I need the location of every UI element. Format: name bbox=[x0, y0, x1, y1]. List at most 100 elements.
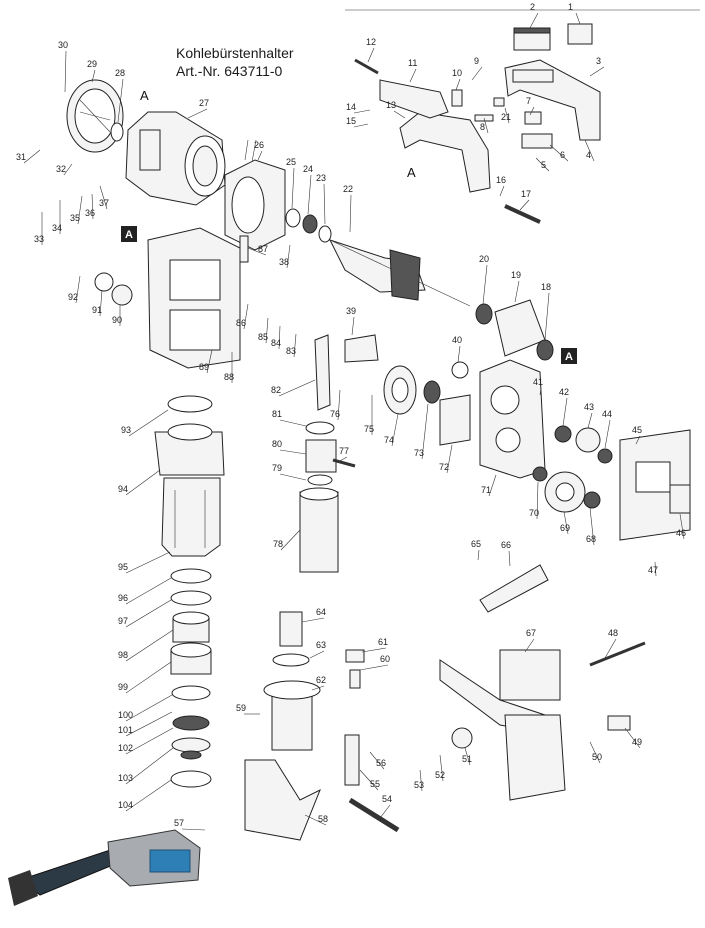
leader-line-35 bbox=[77, 195, 83, 225]
rod-12 bbox=[354, 58, 379, 75]
bearings-42-44-68-70 bbox=[532, 425, 613, 509]
part-number-42: 42 bbox=[559, 387, 569, 397]
piston-80 bbox=[305, 439, 337, 473]
part-number-39: 39 bbox=[346, 306, 356, 316]
part-number-22: 22 bbox=[343, 184, 353, 194]
part-number-100: 100 bbox=[118, 710, 133, 720]
leader-line-49 bbox=[624, 727, 641, 749]
part-number-101: 101 bbox=[118, 725, 133, 735]
leader-line-2 bbox=[529, 12, 539, 29]
part-number-61: 61 bbox=[378, 637, 388, 647]
bearings-23-25 bbox=[285, 208, 332, 243]
part-number-16: 16 bbox=[496, 175, 506, 185]
part-number-69: 69 bbox=[560, 523, 570, 533]
part-number-76: 76 bbox=[330, 409, 340, 419]
part-number-24: 24 bbox=[303, 164, 313, 174]
leader-line-25 bbox=[291, 167, 295, 209]
leader-line-95 bbox=[125, 551, 171, 574]
part-number-46: 46 bbox=[676, 528, 686, 538]
part-number-58: 58 bbox=[318, 814, 328, 824]
leader-line-36 bbox=[91, 193, 94, 220]
leader-line-62 bbox=[311, 685, 325, 691]
leader-line-21 bbox=[504, 107, 510, 124]
article-number: Art.-Nr. 643711-0 bbox=[176, 63, 283, 79]
bolt-48 bbox=[589, 641, 646, 667]
leader-line-30 bbox=[64, 50, 67, 93]
leader-line-83 bbox=[293, 333, 297, 358]
leader-line-44 bbox=[604, 419, 611, 449]
leader-line-81 bbox=[279, 419, 307, 427]
switch-11 bbox=[379, 79, 449, 119]
leader-line-38 bbox=[286, 244, 291, 269]
armature-22 bbox=[329, 239, 471, 307]
part-number-88: 88 bbox=[224, 372, 234, 382]
leader-line-93 bbox=[128, 409, 169, 437]
part-number-83: 83 bbox=[286, 346, 296, 356]
bearing-20 bbox=[475, 303, 493, 325]
part-number-78: 78 bbox=[273, 539, 283, 549]
part-number-45: 45 bbox=[632, 425, 642, 435]
svg-text:A: A bbox=[565, 351, 573, 363]
leader-line-22 bbox=[349, 194, 352, 233]
part-number-53: 53 bbox=[414, 780, 424, 790]
part-number-25: 25 bbox=[286, 157, 296, 167]
stator-26 bbox=[224, 139, 286, 251]
leader-line-63 bbox=[309, 650, 325, 659]
part-number-96: 96 bbox=[118, 593, 128, 603]
ring-81 bbox=[305, 421, 335, 435]
leader-line-17 bbox=[519, 199, 530, 211]
barrel-95 bbox=[161, 477, 221, 557]
part-number-64: 64 bbox=[316, 607, 326, 617]
gear-43 bbox=[575, 427, 601, 453]
ring-40 bbox=[451, 361, 469, 379]
leader-line-57 bbox=[181, 828, 206, 831]
leader-line-60 bbox=[359, 664, 389, 671]
leader-line-10 bbox=[455, 78, 461, 91]
leader-line-18 bbox=[544, 292, 550, 341]
flange-housing bbox=[154, 423, 225, 476]
leader-line-67 bbox=[524, 638, 535, 653]
leader-line-31 bbox=[23, 149, 41, 164]
leader-line-84 bbox=[278, 325, 281, 350]
part-number-32: 32 bbox=[56, 164, 66, 174]
cylinder-78 bbox=[299, 487, 339, 573]
part-number-62: 62 bbox=[316, 675, 326, 685]
product-photo bbox=[2, 825, 202, 921]
leader-line-24 bbox=[307, 174, 312, 215]
leader-line-28 bbox=[117, 78, 124, 123]
leader-line-8 bbox=[483, 117, 489, 134]
leader-line-99 bbox=[125, 661, 172, 694]
part-number-73: 73 bbox=[414, 448, 424, 458]
part-number-36: 36 bbox=[85, 208, 95, 218]
leader-line-96 bbox=[125, 577, 172, 605]
part-number-85: 85 bbox=[258, 332, 268, 342]
part-number-60: 60 bbox=[380, 654, 390, 664]
leader-line-1 bbox=[575, 12, 581, 25]
lever-55 bbox=[344, 734, 360, 786]
part-number-65: 65 bbox=[471, 539, 481, 549]
motor-housing-27 bbox=[125, 111, 226, 206]
part-number-40: 40 bbox=[452, 335, 462, 345]
part-number-17: 17 bbox=[521, 189, 531, 199]
cover-90 bbox=[111, 284, 133, 306]
leader-line-27 bbox=[187, 108, 208, 119]
leader-line-3 bbox=[589, 66, 605, 77]
leader-line-7 bbox=[529, 106, 535, 116]
leader-line-73 bbox=[421, 403, 429, 460]
leader-line-64 bbox=[301, 617, 325, 623]
part-number-77: 77 bbox=[339, 446, 349, 456]
leader-line-51 bbox=[464, 747, 471, 766]
part-number-55: 55 bbox=[370, 779, 380, 789]
leader-line-42 bbox=[562, 397, 568, 427]
part-number-26: 26 bbox=[254, 140, 264, 150]
leader-line-9 bbox=[471, 66, 483, 81]
leader-line-55 bbox=[359, 769, 379, 791]
leader-line-40 bbox=[457, 345, 461, 363]
leader-line-70 bbox=[536, 481, 539, 520]
part-number-49: 49 bbox=[632, 737, 642, 747]
part-number-19: 19 bbox=[511, 270, 521, 280]
part-number-labels: 1234567891011121314151617181920212223242… bbox=[16, 2, 686, 831]
bolt-17 bbox=[504, 204, 541, 224]
nut-49 bbox=[607, 715, 631, 731]
small-parts-8-10 bbox=[451, 89, 505, 122]
